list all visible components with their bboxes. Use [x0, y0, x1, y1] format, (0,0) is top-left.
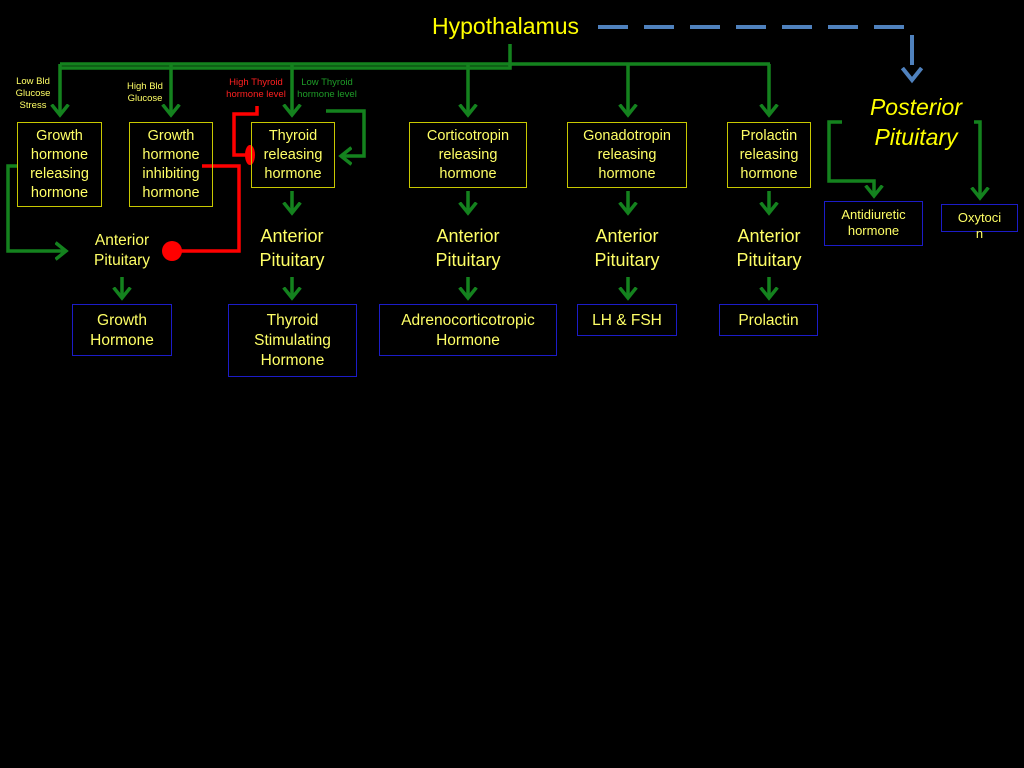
arrow-pp-to-oxytocin — [974, 120, 980, 198]
anterior-pituitary-lhfsh: Anterior Pituitary — [594, 226, 660, 270]
acth-box: Adrenocorticotropic Hormone — [379, 304, 557, 356]
crh-box: Corticotropin releasing hormone — [409, 122, 527, 188]
anterior-pituitary-tsh: Anterior Pituitary — [259, 226, 325, 270]
prolactin-box: Prolactin — [719, 304, 818, 336]
ghih-box: Growth hormone inhibiting hormone — [129, 122, 213, 207]
posterior-pituitary-title: Posterior Pituitary — [869, 94, 963, 150]
note-low-thyroid: Low Thyroid hormone level — [297, 77, 357, 100]
note-high-glucose: High Bld Glucose — [127, 81, 163, 104]
high-thyroid-inhibit-line — [232, 106, 259, 157]
arrow-ghrh-to-anterior — [6, 164, 66, 251]
trh-inhibit-cap — [245, 145, 255, 165]
anterior-inhibit-cap — [162, 241, 182, 261]
gnrh-box: Gonadotropin releasing hormone — [567, 122, 687, 188]
tsh-box: Thyroid Stimulating Hormone — [228, 304, 357, 377]
note-high-thyroid: High Thyroid hormone level — [226, 77, 286, 100]
oxytocin-box: Oxytoci n — [941, 204, 1018, 241]
anterior-pituitary-prl: Anterior Pituitary — [736, 226, 802, 270]
adh-box: Antidiuretic hormone — [824, 201, 923, 246]
anterior-pituitary-gh: Anterior Pituitary — [94, 232, 150, 269]
trunk-connector-left — [60, 64, 512, 70]
trunk-connector — [60, 44, 770, 66]
dashed-connector-posterior — [598, 25, 912, 80]
hypothalamus-title: Hypothalamus — [432, 13, 580, 39]
ghrh-box: Growth hormone releasing hormone — [17, 122, 102, 207]
low-thyroid-stimulate-arrow — [326, 109, 366, 156]
lh-fsh-box: LH & FSH — [577, 304, 677, 336]
prh-box: Prolactin releasing hormone — [727, 122, 811, 188]
arrow-pp-to-adh — [827, 120, 874, 196]
note-low-glucose-stress: Low Bld Glucose Stress — [15, 76, 51, 111]
anterior-pituitary-acth: Anterior Pituitary — [435, 226, 501, 270]
growth-hormone-box: Growth Hormone — [72, 304, 172, 356]
trh-box: Thyroid releasing hormone — [251, 122, 335, 188]
ghih-inhibit-line — [178, 164, 241, 253]
